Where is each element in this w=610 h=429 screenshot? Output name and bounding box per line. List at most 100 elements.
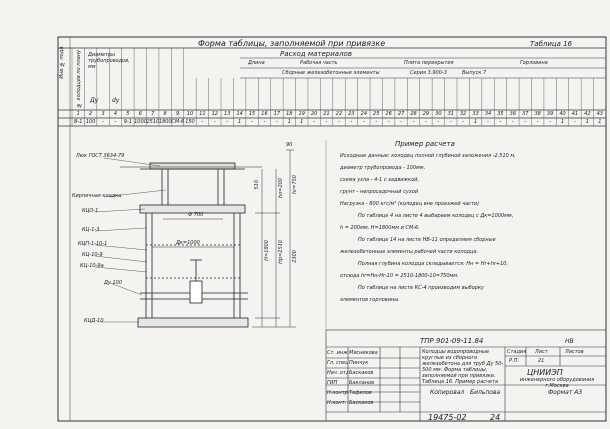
table-cell: -	[263, 119, 266, 125]
column-number: 15	[248, 111, 256, 117]
stamp-role: Ст. инж.	[327, 350, 348, 356]
dim-ho: ho=200	[278, 178, 284, 198]
note-line: схема узла - 4-1 с задвижкой,	[340, 177, 419, 183]
note-line: По таблице 4 на листе 4 выбираем колодец…	[358, 213, 514, 219]
column-number: 25	[373, 111, 380, 117]
stamp-role: ГИП	[327, 380, 338, 386]
column-number: 2	[89, 111, 93, 117]
subgroup-slab: Плита перекрытия	[404, 60, 454, 66]
stamp-name: Мясникова	[349, 350, 378, 356]
column-number: 36	[509, 111, 517, 117]
stamp-role: Нач. отд.	[327, 370, 348, 376]
column-number: 14	[236, 111, 243, 117]
column-number: 23	[348, 111, 355, 117]
table-cell: -	[213, 119, 216, 125]
stamp-name: Тафилов	[349, 390, 372, 396]
note-line: Исходные данные: колодец полной глубиной…	[340, 153, 516, 159]
table-cell: -	[400, 119, 402, 125]
note-line: диаметр трубопровода - 100мм,	[340, 165, 426, 171]
table-cell: -	[201, 119, 204, 125]
column-number: 6	[138, 111, 142, 117]
dim-hr2: hr=750	[292, 175, 298, 194]
column-number: 27	[397, 111, 405, 117]
column-number: 20	[310, 111, 318, 117]
column-number: 19	[298, 111, 305, 117]
stamp-name: Баскаков	[349, 400, 374, 406]
column-number: 38	[534, 111, 541, 117]
table-cell: -	[487, 119, 489, 125]
subgroup-length: Длина	[248, 60, 265, 66]
column-number: 35	[497, 111, 504, 117]
dim-h: Н=1800	[264, 240, 270, 261]
table-cell: -	[425, 119, 427, 125]
label-du100: Ду 100	[104, 280, 122, 286]
table-cell: -	[251, 119, 253, 125]
column-number: 32	[459, 111, 467, 117]
sheet-code: НВ	[565, 338, 574, 345]
table-cell: -	[226, 119, 229, 125]
label-kcp: КЦП-1-10-1	[78, 241, 108, 247]
dim-2300: 2300	[292, 250, 298, 263]
stamp-name: Баскаков	[349, 370, 374, 376]
label-brickwork: Кирпичная кладка	[72, 193, 122, 199]
table-cell: -	[511, 119, 514, 125]
table-cell: 1	[585, 119, 589, 125]
example-notes: Исходные данные: колодец полной глубиной…	[340, 150, 602, 306]
column-number: 24	[360, 111, 368, 117]
stamp-name: Бакланов	[349, 380, 375, 386]
table-form-title: Форма таблицы, заполняемой при привязке	[198, 39, 386, 48]
table-cell: -	[462, 119, 465, 125]
materials-group: Расход материалов	[280, 50, 352, 58]
table-cell: 1	[560, 119, 565, 125]
dim-90: 90	[286, 142, 293, 148]
bottom-num: 24	[490, 413, 501, 422]
note-line: железобетонные элементы рабочей части ко…	[340, 249, 479, 255]
sheet-label: Лист	[535, 349, 548, 355]
column-number: 39	[546, 111, 554, 117]
subgroup-working: Рабочая часть	[300, 60, 338, 66]
label-kco1: КЦО-1	[82, 208, 99, 214]
column-number: 43	[596, 111, 603, 117]
margin-label: Инв.№ подл.	[59, 45, 65, 79]
column-number: 18	[286, 111, 293, 117]
dim-f700: Ф 700	[188, 212, 204, 218]
column-number: 3	[101, 111, 105, 117]
table-cell: -	[350, 119, 353, 125]
series-label: Серия 3.900-3	[410, 70, 447, 76]
table-cell: -	[313, 119, 316, 125]
subgroup-precast: Сборные железобетонные элементы	[282, 70, 380, 76]
note-line: Нагрузка - 800 кгс/м² (колодец вне проез…	[340, 201, 480, 207]
column-number: 21	[323, 111, 330, 117]
note-line: отсюда hr=Hн-Hr-10 = 2510-1800-10=750мм.	[340, 273, 459, 279]
column-number: 33	[472, 111, 479, 117]
stamp-roles: Ст. инж.Гл. спец.Нач. отд.ГИПН.контр.Н.к…	[327, 348, 348, 408]
format-label: Формат А3	[548, 389, 583, 396]
subgroup-neck: Горловина	[520, 60, 548, 66]
table-cell: 150	[185, 119, 195, 125]
label-kcd10: КЦД-10	[84, 318, 104, 324]
stage-value: Р.П.	[509, 358, 519, 364]
table-cell: 1800	[158, 119, 172, 125]
stamp-role: Н.контр.	[327, 390, 348, 396]
table-cell: -	[375, 119, 378, 125]
table-cell: В-1	[73, 119, 83, 125]
column-number: 5	[126, 111, 130, 117]
table-cell: -	[102, 119, 104, 125]
table-number: Таблица 16	[530, 40, 573, 48]
example-title: Пример расчета	[395, 140, 455, 148]
table-cell: 100	[85, 119, 96, 125]
sheet-value: 21	[538, 358, 545, 364]
column-number: 16	[261, 111, 268, 117]
table-cell: -	[362, 119, 365, 125]
column-number: 11	[199, 111, 206, 117]
table-cell: -	[499, 119, 502, 125]
col-pipe-diameter: Диаметры трубопроводов, мм	[88, 52, 130, 70]
note-line: По таблице 14 на листе НВ-11 определяем …	[358, 237, 496, 243]
copier-name: Бильпова	[470, 389, 501, 396]
column-number: 28	[410, 111, 417, 117]
sheets-label: Листов	[565, 349, 584, 355]
column-number: 37	[522, 111, 529, 117]
col-well-number: № колодцев по плану	[76, 49, 82, 108]
column-number: 22	[335, 111, 343, 117]
